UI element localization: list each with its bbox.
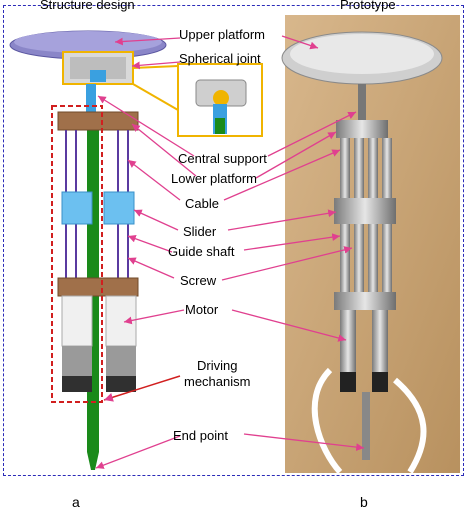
panel-label-a: a xyxy=(72,494,80,510)
central-support-cad xyxy=(86,84,96,114)
label-cable: Cable xyxy=(185,196,219,211)
label-upper-platform: Upper platform xyxy=(179,27,265,42)
panel-label-b: b xyxy=(360,494,368,510)
label-driving-mechanism-line2: mechanism xyxy=(184,374,250,389)
label-slider: Slider xyxy=(183,224,216,239)
label-central-support: Central support xyxy=(178,151,267,166)
label-end-point: End point xyxy=(173,428,228,443)
label-guide-shaft: Guide shaft xyxy=(168,244,235,259)
label-spherical-joint: Spherical joint xyxy=(179,51,261,66)
prototype-photo xyxy=(282,15,460,473)
label-driving-mechanism-line1: Driving xyxy=(197,358,237,373)
slider-cad-right xyxy=(104,192,134,224)
label-motor: Motor xyxy=(185,302,218,317)
label-screw: Screw xyxy=(180,273,216,288)
lower-platform-cad xyxy=(58,112,138,130)
motor-cad-left xyxy=(62,296,92,346)
label-lower-platform: Lower platform xyxy=(171,171,257,186)
slider-cad-left xyxy=(62,192,92,224)
